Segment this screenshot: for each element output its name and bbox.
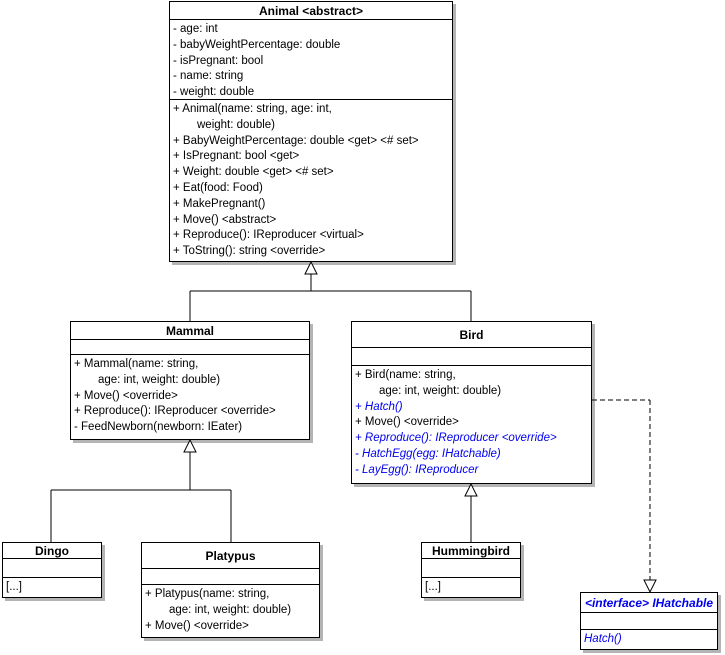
member-row: + Mammal(name: string, (74, 358, 199, 370)
member-row: - HatchEgg(egg: IHatchable) (355, 447, 501, 460)
member-row: - age: int (173, 23, 218, 35)
member-row: + Move() <override> (355, 416, 459, 429)
member-row: weight: double) (197, 118, 275, 131)
class-box-bird: Bird + Bird(name: string, age: int, weigh… (351, 321, 592, 484)
inheritance-arrow-icon (304, 260, 318, 275)
methods-section-animal: + Animal(name: string, age: int, weight: … (170, 100, 452, 261)
interface-title-ihatchable: <interface> IHatchable (581, 593, 717, 613)
class-title-hummingbird: Hummingbird (422, 543, 520, 559)
inheritance-connector-mammal-children (50, 438, 232, 542)
member-row: age: int, weight: double) (98, 373, 221, 386)
class-box-platypus: Platypus + Platypus(name: string, age: in… (141, 542, 320, 638)
member-row: + Animal(name: string, age: int, (173, 103, 332, 115)
realization-connector-bird-ihatchable (592, 399, 657, 594)
methods-section-hummingbird: [...] (422, 578, 520, 597)
member-row: [...] (6, 581, 22, 593)
realization-arrow-icon (643, 579, 657, 594)
member-row: + ToString(): string <override> (173, 245, 326, 258)
member-row: + Weight: double <get> <# set> (173, 166, 334, 179)
member-row: + Reproduce(): IReproducer <virtual> (173, 229, 364, 242)
inheritance-arrow-icon (464, 482, 478, 497)
methods-section-platypus: + Platypus(name: string, age: int, weight… (142, 585, 319, 637)
member-row: + Bird(name: string, (355, 369, 456, 381)
class-box-dingo: Dingo [...] (2, 542, 102, 598)
fields-section-dingo (3, 559, 101, 578)
member-row: + IsPregnant: bool <get> (173, 150, 300, 163)
member-row: - LayEgg(): IReproducer (355, 463, 479, 476)
class-title-dingo: Dingo (3, 543, 101, 559)
methods-section-ihatchable: Hatch() (581, 630, 717, 649)
fields-section-animal: - age: int - babyWeightPercentage: double… (170, 20, 452, 100)
member-row: - name: string (173, 70, 244, 83)
member-row: + Platypus(name: string, (145, 588, 270, 600)
member-row: + BabyWeightPercentage: double <get> <# … (173, 134, 419, 147)
methods-section-bird: + Bird(name: string, age: int, weight: do… (352, 366, 591, 483)
inheritance-arrow-icon (183, 438, 197, 453)
class-title-bird: Bird (352, 322, 591, 348)
member-row: age: int, weight: double) (169, 603, 292, 616)
inheritance-connector-animal-children (189, 260, 472, 321)
fields-section-ihatchable (581, 613, 717, 630)
class-title-mammal: Mammal (71, 322, 309, 340)
fields-section-bird (352, 348, 591, 366)
member-row: - FeedNewborn(newborn: IEater) (74, 421, 243, 434)
methods-section-mammal: + Mammal(name: string, age: int, weight: … (71, 355, 309, 439)
class-title-animal: Animal <abstract> (170, 2, 452, 20)
fields-section-hummingbird (422, 559, 520, 578)
member-row: - isPregnant: bool (173, 54, 264, 67)
fields-section-platypus (142, 569, 319, 585)
methods-section-dingo: [...] (3, 578, 101, 597)
class-box-animal: Animal <abstract> - age: int - babyWeight… (169, 1, 453, 262)
member-row: + Reproduce(): IReproducer <override> (355, 432, 557, 445)
inheritance-connector-bird-hummingbird (464, 482, 478, 542)
member-row: + Move() <override> (74, 389, 178, 402)
member-row: age: int, weight: double) (379, 384, 502, 397)
class-box-mammal: Mammal + Mammal(name: string, age: int, w… (70, 321, 310, 440)
class-title-platypus: Platypus (142, 543, 319, 569)
member-row: - babyWeightPercentage: double (173, 38, 341, 51)
member-row: + Move() <override> (145, 619, 249, 632)
member-row: - weight: double (173, 86, 255, 99)
member-row: [...] (425, 581, 441, 593)
fields-section-mammal (71, 340, 309, 355)
member-row: + Reproduce(): IReproducer <override> (74, 405, 276, 418)
class-box-hummingbird: Hummingbird [...] (421, 542, 521, 598)
member-row: + Move() <abstract> (173, 213, 277, 226)
member-row: + Hatch() (355, 400, 403, 413)
member-row: Hatch() (584, 633, 622, 645)
member-row: + MakePregnant() (173, 197, 266, 210)
member-row: + Eat(food: Food) (173, 181, 263, 194)
interface-box-ihatchable: <interface> IHatchable Hatch() (580, 592, 718, 650)
